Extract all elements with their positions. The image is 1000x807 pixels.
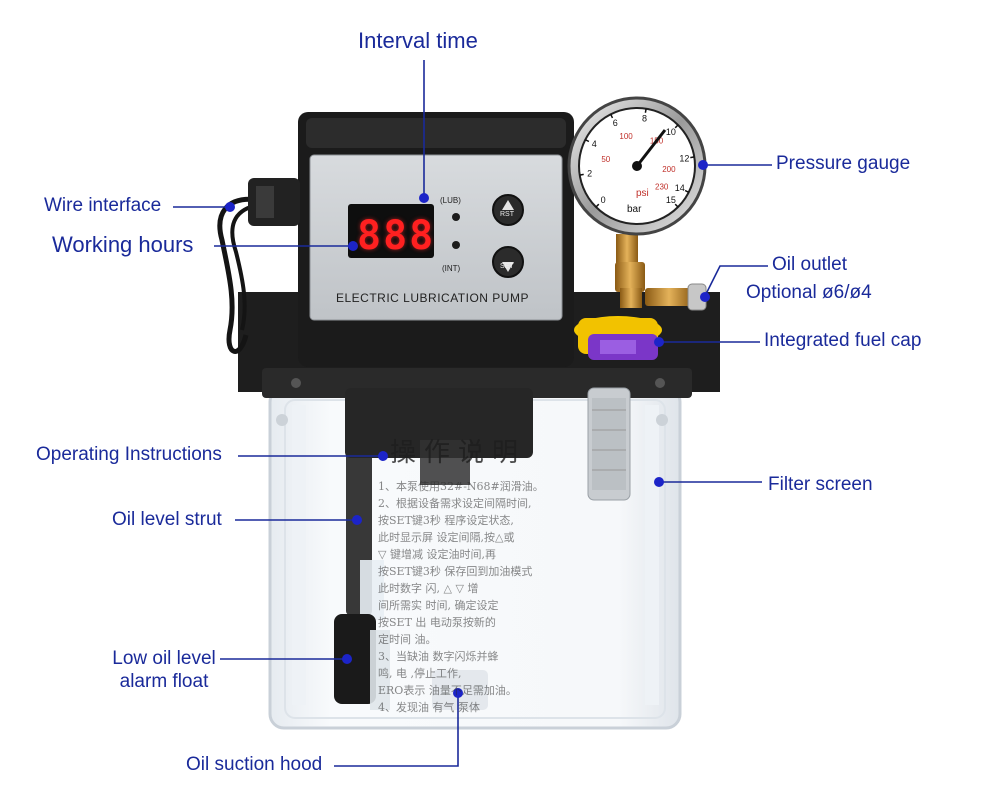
pump-housing: [298, 112, 574, 367]
gauge-psi-tick: 50: [601, 155, 610, 164]
pump-panel-name: ELECTRIC LUBRICATION PUMP: [336, 291, 529, 305]
gauge-tick-mark: [674, 124, 679, 129]
int-indicator-label: (INT): [442, 264, 461, 273]
instruction-line: 按SET 出 电动泵按新的: [378, 616, 496, 629]
instructions-title: 操作说明: [390, 438, 527, 468]
label-integrated-fuel-cap: Integrated fuel cap: [764, 330, 922, 351]
instruction-line: 按SET键3秒 保存回到加油模式: [378, 565, 533, 578]
pump-internal: [345, 388, 533, 485]
instruction-line: 4、发现油 有气 泵体: [378, 701, 480, 714]
label-pressure-gauge: Pressure gauge: [776, 153, 911, 174]
gauge-bar-tick: 2: [587, 169, 592, 179]
label-oil-level-strut: Oil level strut: [112, 509, 222, 530]
gauge-unit-bar: bar: [627, 204, 642, 215]
gauge-tick-mark: [610, 113, 614, 119]
gauge-tick-mark: [579, 173, 584, 176]
label-oil-suction-hood: Oil suction hood: [186, 754, 323, 775]
instruction-line: 此时数字 闪, △ ▽ 增: [378, 582, 479, 595]
instruction-line: 定时间 油。: [378, 633, 437, 646]
gauge-bar-tick: 12: [679, 154, 689, 164]
instruction-line: 鸣, 电 ,停止工作,: [378, 667, 462, 680]
label-low-oil-alarm-line2: alarm float: [119, 670, 209, 692]
label-low-oil-alarm-line1: Low oil level: [112, 648, 216, 669]
brass-fittings: [615, 262, 707, 311]
instruction-line: 间所需实 时间, 确定设定: [378, 599, 499, 612]
pressure-gauge-body: 024681012141550100150200230 psi bar: [567, 96, 707, 264]
instruction-line: 按SET键3秒 程序设定状态,: [378, 514, 514, 527]
instruction-line: 此时显示屏 设定间隔,按△或: [378, 531, 515, 544]
label-working-hours: Working hours: [52, 232, 194, 257]
leader-lines: [173, 60, 772, 767]
leader-oil-suction-hood: [334, 693, 459, 767]
gauge-tick-mark: [595, 203, 600, 208]
gauge-tick-mark: [584, 139, 590, 143]
gauge-tick-mark: [684, 189, 690, 193]
gauge-bar-tick: 10: [666, 127, 676, 137]
low-oil-alarm-float: [334, 614, 390, 710]
fuel-cap: [574, 316, 662, 360]
lub-indicator-label: (LUB): [440, 196, 461, 205]
instruction-line: ▽ 键增减 设定油时间,再: [378, 548, 496, 561]
label-filter-screen: Filter screen: [768, 474, 873, 495]
instruction-line: 3、当缺油 数字闪烁并蜂: [378, 650, 499, 663]
gauge-tick-mark: [644, 108, 647, 113]
digital-display: 888: [357, 213, 436, 259]
label-low-oil-alarm: Low oil level alarm float: [102, 648, 226, 694]
instruction-line: 1、本泵使用32#-N68#润滑油。: [378, 480, 544, 493]
set-button-label: SET: [500, 263, 514, 270]
gauge-bar-tick: 6: [613, 118, 618, 128]
gauge-bar-tick: 8: [642, 114, 647, 124]
rst-button-label: RST: [500, 211, 514, 218]
gauge-tick-mark: [690, 156, 695, 159]
gauge-psi-tick: 230: [655, 182, 669, 191]
gauge-bar-tick: 4: [592, 139, 597, 149]
gauge-psi-tick: 100: [619, 132, 633, 141]
gauge-psi-tick: 200: [662, 165, 676, 174]
label-oil-outlet: Oil outlet: [772, 254, 847, 275]
gauge-tick-mark: [674, 203, 679, 208]
instruction-line: 2、根据设备需求设定间隔时间,: [378, 497, 532, 510]
leader-oil-outlet: [704, 265, 768, 297]
label-operating-instructions: Operating Instructions: [36, 444, 222, 465]
gauge-bar-tick: 15: [666, 195, 676, 205]
oil-level-strut: [346, 445, 384, 620]
label-wire-interface: Wire interface: [44, 195, 162, 216]
leader-dots: [225, 160, 710, 698]
filter-screen-element: [587, 387, 631, 501]
label-interval-time: Interval time: [358, 28, 478, 53]
gauge-bar-tick: 14: [675, 183, 685, 193]
instruction-line: ERO表示 油量不足需加油。: [378, 684, 517, 697]
gauge-unit-psi: psi: [636, 188, 649, 199]
label-oil-outlet-optional: Optional ø6/ø4: [746, 282, 872, 303]
gauge-bar-tick: 0: [601, 195, 606, 205]
